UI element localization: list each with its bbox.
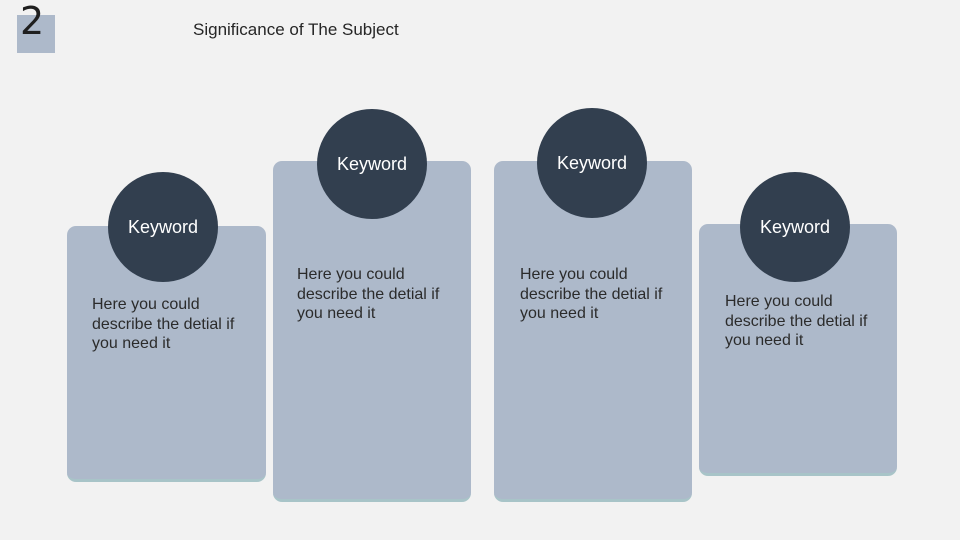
keyword-circle-4: Keyword <box>740 172 850 282</box>
keyword-circle-3: Keyword <box>537 108 647 218</box>
card-2-description: Here you could describe the detial if yo… <box>297 266 440 322</box>
slide-title: Significance of The Subject <box>193 20 399 39</box>
keyword-label-2: Keyword <box>336 154 408 174</box>
keyword-circle-1: Keyword <box>108 172 218 282</box>
card-4-description: Here you could describe the detial if yo… <box>725 293 868 349</box>
card-1-description: Here you could describe the detial if yo… <box>92 296 235 352</box>
page-number: 2 <box>20 0 45 43</box>
keyword-label-3: Keyword <box>556 153 628 173</box>
card-3-description: Here you could describe the detial if yo… <box>520 266 663 322</box>
page-number-box <box>17 15 55 53</box>
keyword-label-4: Keyword <box>759 217 831 237</box>
keyword-circle-2: Keyword <box>317 109 427 219</box>
keyword-label-1: Keyword <box>127 217 199 237</box>
